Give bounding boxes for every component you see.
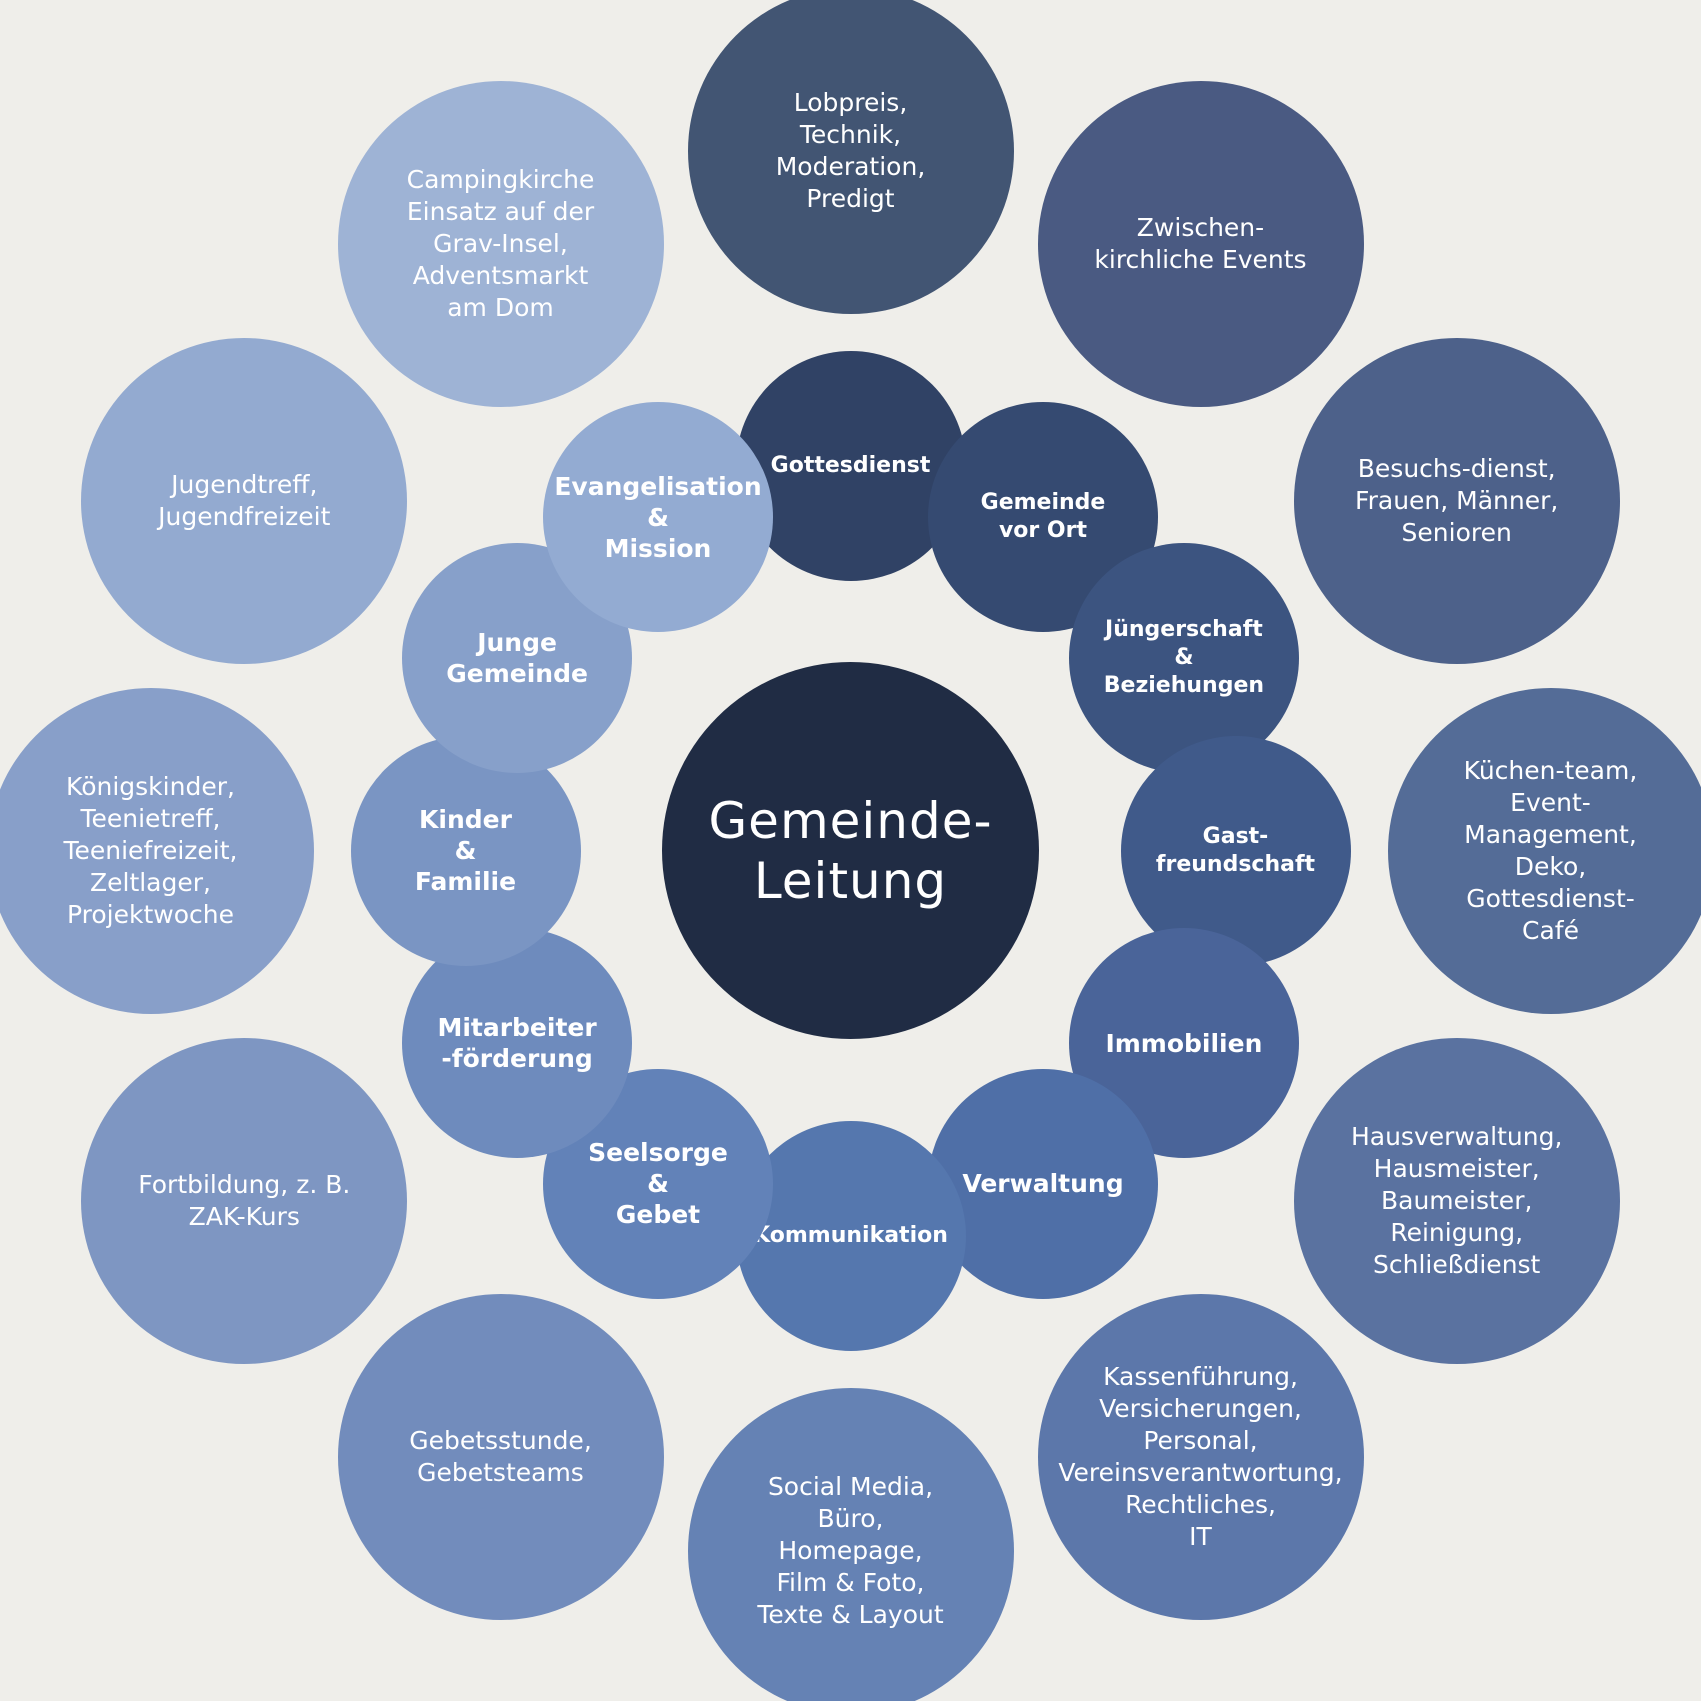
detail-circle-kinder: Königskinder, Teenietreff, Teeniefreizei…	[0, 687, 314, 1014]
area-label-gemeinde-vor-ort: Gemeinde vor Ort	[980, 490, 1106, 544]
detail-circle-immobilien: Hausverwaltung, Hausmeister, Baumeister,…	[1293, 1037, 1620, 1364]
detail-text-mitarbeiter: Fortbildung, z. B. ZAK-Kurs	[138, 1169, 351, 1231]
detail-circle-verwaltung: Kassenführung, Versicherungen, Personal,…	[1037, 1293, 1364, 1620]
area-label-verwaltung: Verwaltung	[962, 1169, 1124, 1199]
detail-circle-junge-gemeinde: Jugendtreff, Jugendfreizeit	[81, 337, 408, 664]
area-label-juengerschaft: Jüngerschaft & Beziehungen	[1103, 617, 1265, 698]
detail-text-verwaltung: Kassenführung, Versicherungen, Personal,…	[1058, 1361, 1343, 1551]
area-circle-gastfreundschaft: Gast- freundschaft	[1120, 735, 1351, 966]
detail-text-immobilien: Hausverwaltung, Hausmeister, Baumeister,…	[1350, 1121, 1563, 1279]
area-label-gottesdienst: Gottesdienst	[770, 452, 931, 478]
detail-text-seelsorge: Gebetsstunde, Gebetsteams	[409, 1425, 592, 1487]
detail-circle-gastfreundschaft: Küchen-team, Event- Management, Deko, Go…	[1387, 687, 1701, 1014]
center-title: Gemeinde- Leitung	[708, 791, 993, 910]
detail-circle-gemeinde-vor-ort: Zwischen- kirchliche Events	[1037, 81, 1364, 408]
detail-text-gemeinde-vor-ort: Zwischen- kirchliche Events	[1094, 213, 1307, 275]
area-label-seelsorge: Seelsorge & Gebet	[588, 1138, 728, 1230]
detail-text-kinder: Königskinder, Teenietreff, Teeniefreizei…	[63, 771, 238, 929]
area-circle-juengerschaft: Jüngerschaft & Beziehungen	[1068, 543, 1299, 773]
area-label-immobilien: Immobilien	[1105, 1028, 1263, 1058]
area-label-kommunikation: Kommunikation	[753, 1222, 948, 1248]
area-circle-mitarbeiter: Mitarbeiter -förderung	[402, 928, 633, 1158]
detail-text-evangelisation: Campingkirche Einsatz auf der Grav-Insel…	[406, 165, 595, 323]
area-circle-verwaltung: Verwaltung	[928, 1068, 1158, 1299]
area-circle-kinder: Kinder & Familie	[350, 735, 581, 966]
area-circle-evangelisation: Evangelisation & Mission	[543, 402, 773, 633]
area-circle-gottesdienst: Gottesdienst	[735, 350, 966, 581]
area-label-junge-gemeinde: Junge Gemeinde	[446, 628, 588, 688]
area-circle-immobilien: Immobilien	[1068, 928, 1299, 1158]
detail-text-juengerschaft: Besuchs-dienst, Frauen, Männer, Senioren	[1355, 453, 1559, 547]
detail-text-junge-gemeinde: Jugendtreff, Jugendfreizeit	[158, 469, 331, 531]
detail-circle-kommunikation: Social Media, Büro, Homepage, Film & Fot…	[687, 1387, 1014, 1701]
detail-text-kommunikation: Social Media, Büro, Homepage, Film & Fot…	[757, 1471, 944, 1629]
area-circle-kommunikation: Kommunikation	[735, 1120, 966, 1351]
detail-circle-gottesdienst: Lobpreis, Technik, Moderation, Predigt	[687, 0, 1014, 314]
area-label-mitarbeiter: Mitarbeiter -förderung	[437, 1013, 597, 1073]
detail-circle-evangelisation: Campingkirche Einsatz auf der Grav-Insel…	[337, 81, 664, 408]
center-circle-gemeinde-leitung: Gemeinde- Leitung	[662, 662, 1039, 1039]
detail-circle-juengerschaft: Besuchs-dienst, Frauen, Männer, Senioren	[1293, 337, 1620, 664]
detail-circle-seelsorge: Gebetsstunde, Gebetsteams	[337, 1293, 664, 1620]
area-label-kinder: Kinder & Familie	[414, 805, 517, 896]
detail-text-gastfreundschaft: Küchen-team, Event- Management, Deko, Go…	[1463, 755, 1638, 945]
detail-circle-mitarbeiter: Fortbildung, z. B. ZAK-Kurs	[81, 1037, 408, 1364]
area-label-gastfreundschaft: Gast- freundschaft	[1155, 823, 1316, 877]
detail-text-gottesdienst: Lobpreis, Technik, Moderation, Predigt	[775, 87, 926, 213]
area-label-evangelisation: Evangelisation & Mission	[554, 471, 762, 563]
